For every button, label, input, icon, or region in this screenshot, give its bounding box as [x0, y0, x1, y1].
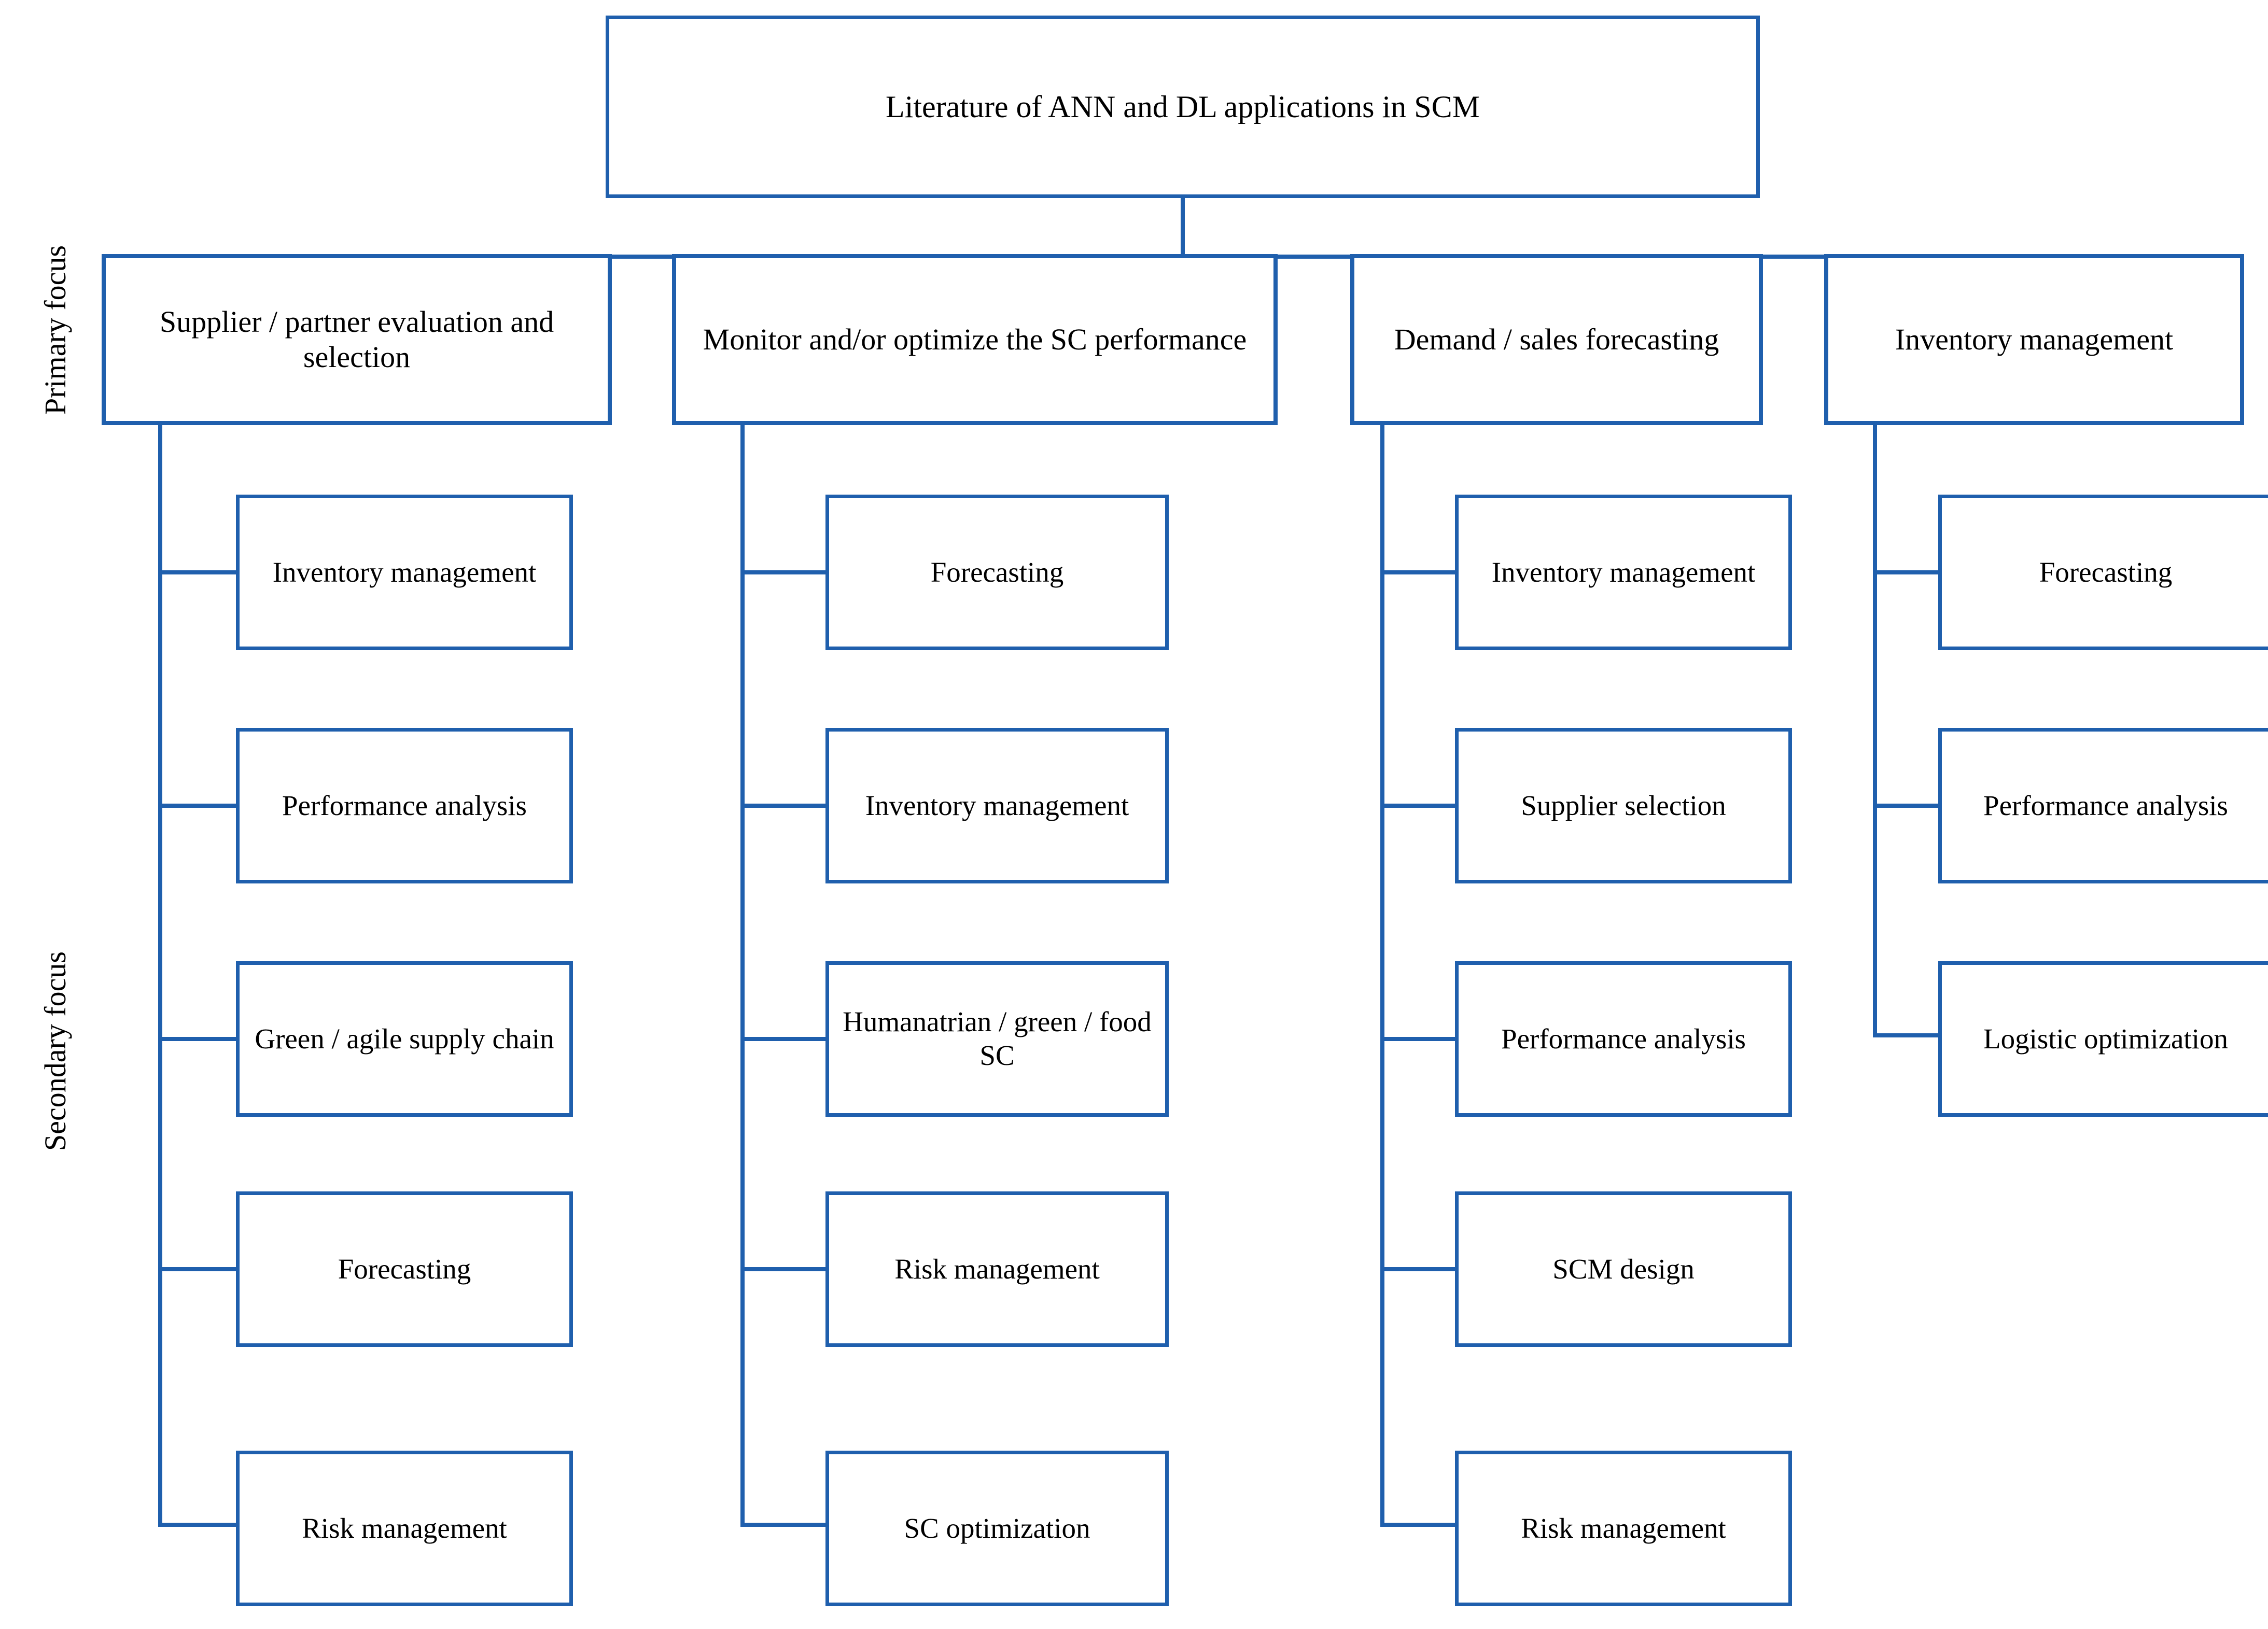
- connector-b3-s4: [1380, 1267, 1456, 1271]
- primary-node-supplier-partner-evaluation-and-selection[interactable]: Supplier / partner evaluation and select…: [102, 254, 612, 425]
- secondary-node-b1-s5[interactable]: Risk management: [236, 1451, 573, 1606]
- connector-b2-s4: [740, 1267, 827, 1271]
- connector-b2-s3: [740, 1037, 827, 1041]
- axis-label-secondary-focus: Secondary focus: [38, 951, 72, 1151]
- connector-b4-s3: [1873, 1033, 1939, 1037]
- secondary-node-b2-s5[interactable]: SC optimization: [825, 1451, 1169, 1606]
- connector-b3-s5: [1380, 1523, 1456, 1527]
- root-node[interactable]: Literature of ANN and DL applications in…: [606, 16, 1760, 198]
- connector-b2-s2: [740, 804, 827, 808]
- connector-b1-s4: [158, 1267, 237, 1271]
- connector-b2-s1: [740, 570, 827, 574]
- connector-root-drop: [1181, 198, 1185, 257]
- secondary-node-b1-s3[interactable]: Green / agile supply chain: [236, 961, 573, 1117]
- connector-b4-s1: [1873, 570, 1939, 574]
- secondary-node-b3-s4[interactable]: SCM design: [1455, 1191, 1792, 1347]
- secondary-node-b3-s2[interactable]: Supplier selection: [1455, 728, 1792, 883]
- secondary-node-b2-s3[interactable]: Humanatrian / green / food SC: [825, 961, 1169, 1117]
- connector-spine-branch-1: [158, 425, 162, 1526]
- secondary-node-b2-s1[interactable]: Forecasting: [825, 495, 1169, 650]
- connector-spine-branch-4: [1873, 425, 1877, 1037]
- secondary-node-b3-s3[interactable]: Performance analysis: [1455, 961, 1792, 1117]
- connector-b3-s1: [1380, 570, 1456, 574]
- axis-label-primary-focus: Primary focus: [38, 245, 72, 415]
- secondary-node-b1-s2[interactable]: Performance analysis: [236, 728, 573, 883]
- secondary-node-b2-s4[interactable]: Risk management: [825, 1191, 1169, 1347]
- secondary-node-b4-s2[interactable]: Performance analysis: [1938, 728, 2268, 883]
- primary-node-demand-sales-forecasting[interactable]: Demand / sales forecasting: [1350, 254, 1763, 425]
- connector-b1-s3: [158, 1037, 237, 1041]
- connector-b1-s1: [158, 570, 237, 574]
- connector-b2-s5: [740, 1523, 827, 1527]
- secondary-node-b2-s2[interactable]: Inventory management: [825, 728, 1169, 883]
- secondary-node-b4-s3[interactable]: Logistic optimization: [1938, 961, 2268, 1117]
- connector-b4-s2: [1873, 804, 1939, 808]
- connector-b1-s5: [158, 1523, 237, 1527]
- connector-b3-s3: [1380, 1037, 1456, 1041]
- connector-spine-branch-3: [1380, 425, 1384, 1526]
- primary-node-inventory-management[interactable]: Inventory management: [1824, 254, 2244, 425]
- primary-node-monitor-and-or-optimize-the-sc-performance[interactable]: Monitor and/or optimize the SC performan…: [672, 254, 1278, 425]
- secondary-node-b4-s1[interactable]: Forecasting: [1938, 495, 2268, 650]
- connector-b3-s2: [1380, 804, 1456, 808]
- connector-spine-branch-2: [740, 425, 745, 1526]
- connector-b1-s2: [158, 804, 237, 808]
- secondary-node-b1-s4[interactable]: Forecasting: [236, 1191, 573, 1347]
- secondary-node-b3-s5[interactable]: Risk management: [1455, 1451, 1792, 1606]
- secondary-node-b1-s1[interactable]: Inventory management: [236, 495, 573, 650]
- secondary-node-b3-s1[interactable]: Inventory management: [1455, 495, 1792, 650]
